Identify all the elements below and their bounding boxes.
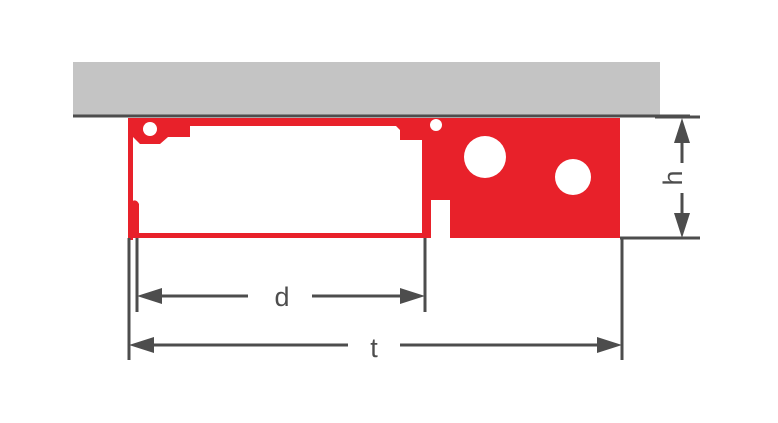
hook-profile-top-ledge (137, 118, 422, 126)
hook-eye-hole-left-icon (143, 122, 157, 136)
dimension-t-arrow-left (129, 337, 154, 353)
hook-head-left (128, 118, 190, 144)
dimension-h-label: h (658, 170, 688, 185)
mounting-hole-medium-icon (555, 159, 591, 195)
hook-profile-solid-body (390, 118, 620, 238)
hook-return-tab (131, 200, 139, 238)
hook-web-left (128, 118, 133, 240)
mounting-plate-body (73, 62, 660, 115)
dimension-h-arrow-bottom (674, 213, 690, 238)
dimension-t: t (129, 333, 622, 363)
dimension-d-label: d (274, 282, 289, 312)
dimension-d-arrow-left (137, 288, 162, 304)
dimension-d: d (137, 282, 425, 312)
hook-profile (128, 118, 620, 240)
hook-notch-riser (426, 200, 431, 238)
extension-lines (127, 115, 700, 360)
hook-bottom-flange (131, 233, 426, 238)
mounting-hole-large-icon (464, 136, 506, 178)
mounting-plate (73, 62, 690, 118)
dimension-t-arrow-right (597, 337, 622, 353)
dimension-h: h (658, 118, 690, 238)
dimension-t-label: t (370, 333, 378, 363)
dimension-d-arrow-right (400, 288, 425, 304)
dimension-h-arrow-top (674, 118, 690, 143)
pilot-hole-small-top-icon (430, 119, 442, 131)
